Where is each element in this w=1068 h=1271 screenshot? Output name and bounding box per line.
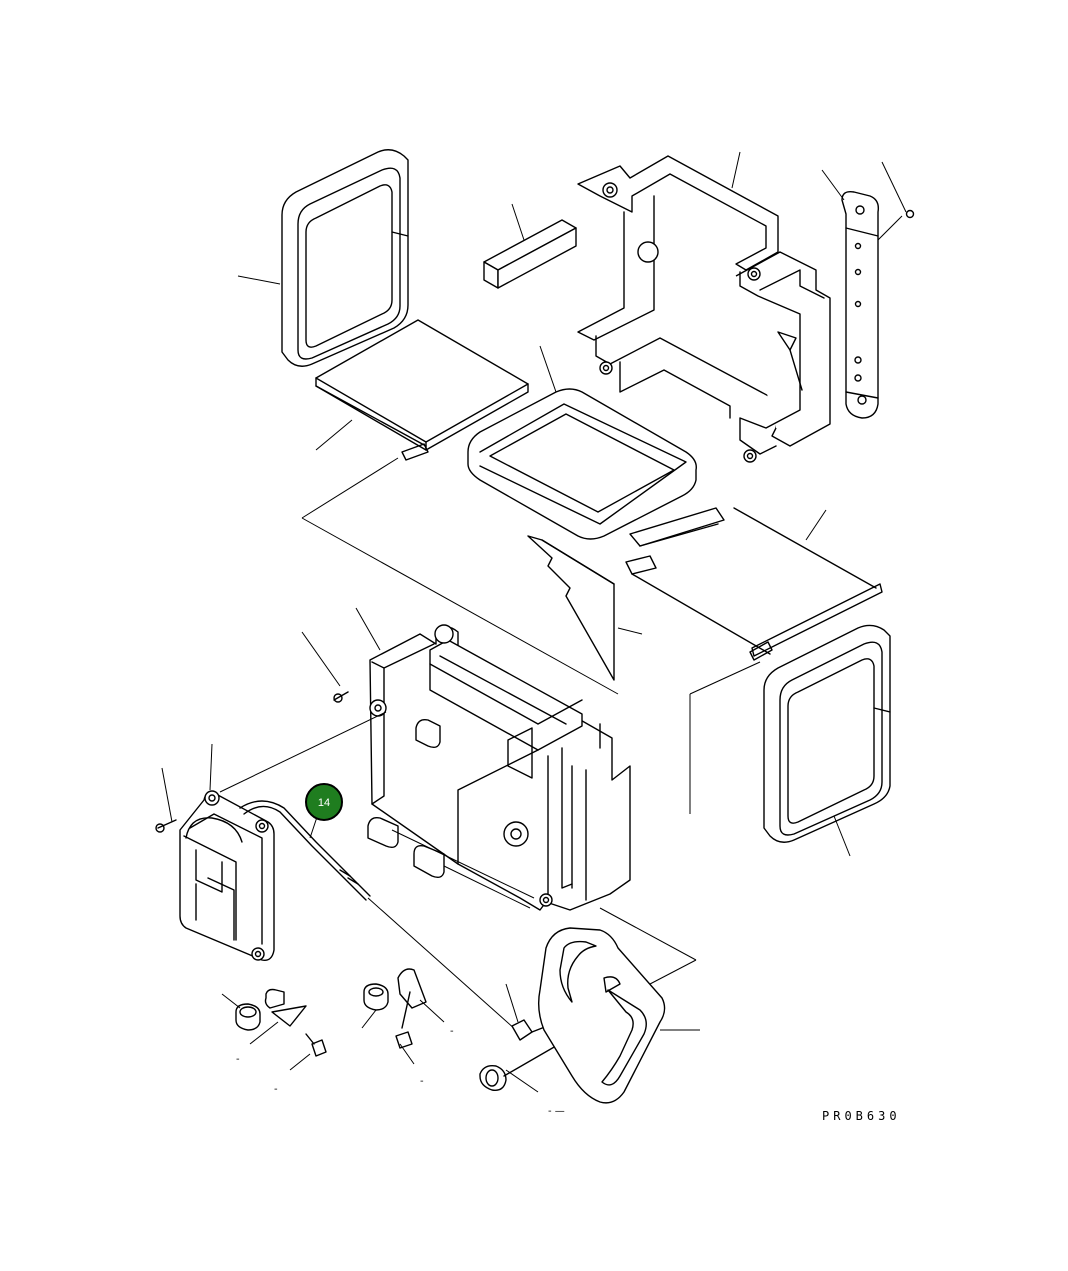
bottom-fasteners	[221, 968, 598, 1093]
strap-bracket	[821, 161, 915, 419]
top-left-gasket	[237, 149, 409, 367]
assembly-lines	[301, 457, 761, 985]
part-mark-5: - —	[548, 1106, 565, 1117]
link-plate	[537, 927, 700, 1104]
evaporator-core	[315, 319, 529, 461]
foam-block	[483, 203, 577, 289]
shaft-seal	[625, 507, 883, 661]
callout-14-circle[interactable]	[305, 783, 343, 821]
callout-14[interactable]: 14	[305, 783, 343, 821]
upper-bracket	[577, 151, 831, 463]
heater-case	[219, 607, 631, 911]
part-mark-3: -	[420, 1076, 424, 1087]
part-mark-1: -	[236, 1054, 240, 1065]
callout-14-label[interactable]: 14	[318, 797, 330, 809]
drawing-id-label: PR0B630	[822, 1109, 901, 1123]
part-mark-4: -	[450, 1026, 454, 1037]
right-gasket	[763, 624, 891, 857]
actuator-motor	[155, 743, 275, 961]
door-panel	[527, 535, 643, 681]
center-gasket	[467, 345, 697, 540]
part-mark-2: -	[274, 1084, 278, 1095]
